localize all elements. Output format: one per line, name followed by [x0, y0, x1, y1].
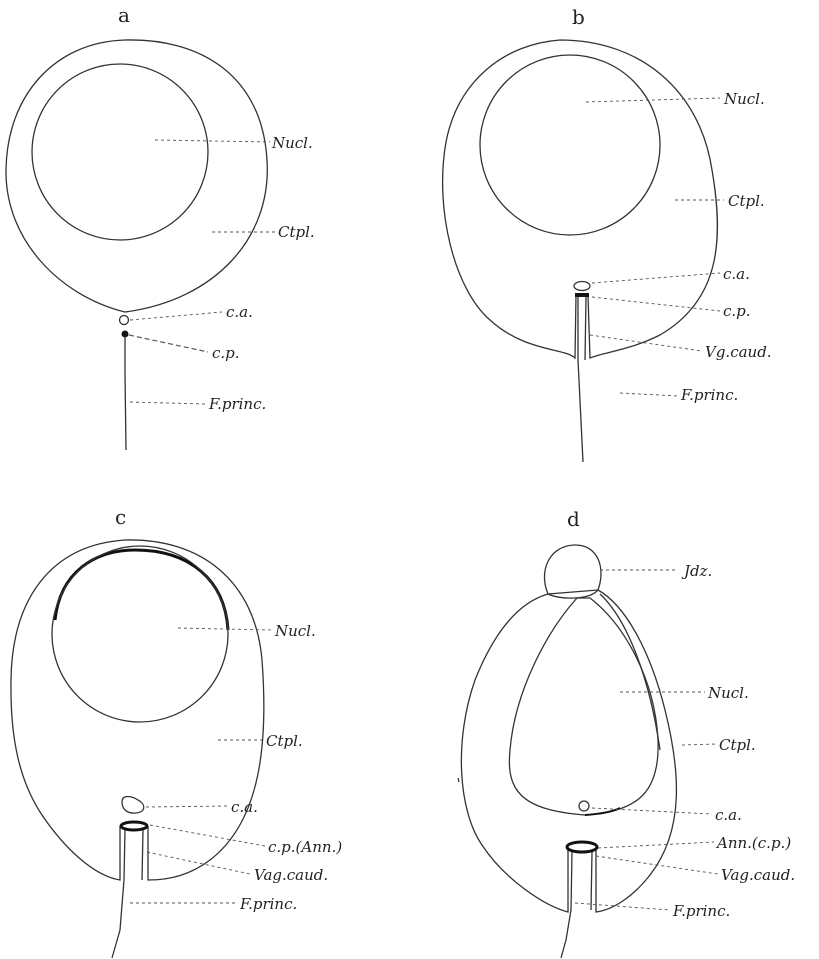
panel-c-label-filament: F.princ. — [239, 895, 297, 913]
panel-d-anterior-centriole — [579, 801, 589, 811]
panel-b-leader-nucleus — [586, 98, 720, 102]
panel-a-leader-filament — [130, 402, 205, 404]
panel-b-leader-sheath — [590, 335, 702, 351]
panel-d-cell-outline — [461, 590, 676, 912]
panel-d-tail-left — [561, 852, 572, 958]
panel-c-label-ca: c.a. — [231, 798, 258, 816]
panel-d-nucleus — [509, 598, 658, 815]
panel-b-label-cytoplasm: Ctpl. — [728, 192, 765, 210]
panel-c: c Nucl. Ctpl. c.a. c.p.(Ann.) Vag.caud. … — [11, 505, 342, 958]
panel-d-leader-filament — [575, 903, 670, 910]
panel-c-leader-nucleus — [178, 628, 272, 630]
panel-b-label-ca: c.a. — [723, 265, 750, 283]
panel-b-nucleus — [480, 55, 660, 235]
panel-b-label-nucleus: Nucl. — [723, 90, 765, 108]
panel-a-label-cytoplasm: Ctpl. — [278, 223, 315, 241]
panel-c-tail-right — [142, 830, 143, 880]
panel-c-tail-left — [112, 830, 125, 958]
panel-d: d Jdz. Nucl. Ctpl. c.a. Ann.(c.p.) Vag.c… — [461, 507, 795, 958]
panel-b-label-sheath: Vg.caud. — [705, 343, 772, 361]
panel-d-leader-annulus — [598, 842, 714, 848]
panel-b-cell-outline — [443, 40, 718, 358]
panel-d-cell-outline-inner — [600, 594, 660, 750]
panel-c-letter: c — [115, 505, 126, 529]
panel-b-leader-filament — [620, 393, 678, 396]
panel-c-leader-cp — [150, 825, 265, 846]
panel-b-leader-ca — [592, 273, 720, 283]
panel-b: b Nucl. Ctpl. c.a. c.p. Vg.caud. F.princ… — [443, 5, 772, 462]
panel-d-letter: d — [567, 507, 580, 531]
panel-c-annulus — [121, 822, 147, 830]
panel-d-label-sheath: Vag.caud. — [721, 866, 795, 884]
panel-b-leader-cp — [592, 297, 720, 311]
panel-d-label-ca: c.a. — [715, 806, 742, 824]
panel-d-annulus — [567, 842, 597, 852]
panel-b-anterior-centriole — [574, 282, 590, 291]
panel-a-label-filament: F.princ. — [208, 395, 266, 413]
panel-a-cell-outline — [6, 40, 267, 312]
panel-a: a Nucl. Ctpl. c.a. c.p. F.princ. — [6, 3, 315, 450]
panel-b-posterior-centriole — [575, 293, 589, 297]
panel-a-anterior-centriole — [120, 316, 129, 325]
panel-a-label-cp: c.p. — [212, 344, 240, 362]
panel-a-tail — [125, 336, 126, 450]
stray-mark — [458, 778, 459, 782]
panel-d-leader-sheath — [596, 856, 718, 874]
panel-b-tail-right — [585, 297, 586, 360]
panel-d-label-idiozome: Jdz. — [681, 562, 712, 580]
panel-b-tail-left — [578, 297, 583, 462]
panel-c-inner-membrane-thick — [55, 550, 228, 630]
panel-a-label-ca: c.a. — [226, 303, 253, 321]
panel-d-label-annulus: Ann.(c.p.) — [715, 834, 791, 852]
panel-d-label-cytoplasm: Ctpl. — [719, 736, 756, 754]
panel-d-label-filament: F.princ. — [672, 902, 730, 920]
panel-b-label-filament: F.princ. — [680, 386, 738, 404]
panel-c-anterior-centriole — [122, 797, 144, 814]
panel-d-tail-right — [591, 852, 592, 910]
panel-a-leader-cp — [129, 335, 208, 352]
panel-d-label-nucleus: Nucl. — [707, 684, 749, 702]
panel-c-leader-sheath — [147, 852, 250, 874]
panel-c-label-sheath: Vag.caud. — [254, 866, 328, 884]
panel-a-nucleus — [32, 64, 208, 240]
panel-a-letter: a — [118, 3, 130, 27]
panel-b-label-cp: c.p. — [723, 302, 751, 320]
panel-d-leader-cytoplasm — [682, 744, 716, 745]
panel-c-leader-ca — [146, 806, 228, 807]
panel-a-label-nucleus: Nucl. — [271, 134, 313, 152]
panel-c-label-cp: c.p.(Ann.) — [268, 838, 342, 856]
panel-a-leader-ca — [130, 312, 222, 320]
panel-a-leader-nucleus — [155, 140, 270, 142]
panel-b-letter: b — [572, 5, 585, 29]
panel-c-label-nucleus: Nucl. — [274, 622, 316, 640]
panel-c-label-cytoplasm: Ctpl. — [266, 732, 303, 750]
panel-d-nucleus-base — [585, 808, 620, 815]
